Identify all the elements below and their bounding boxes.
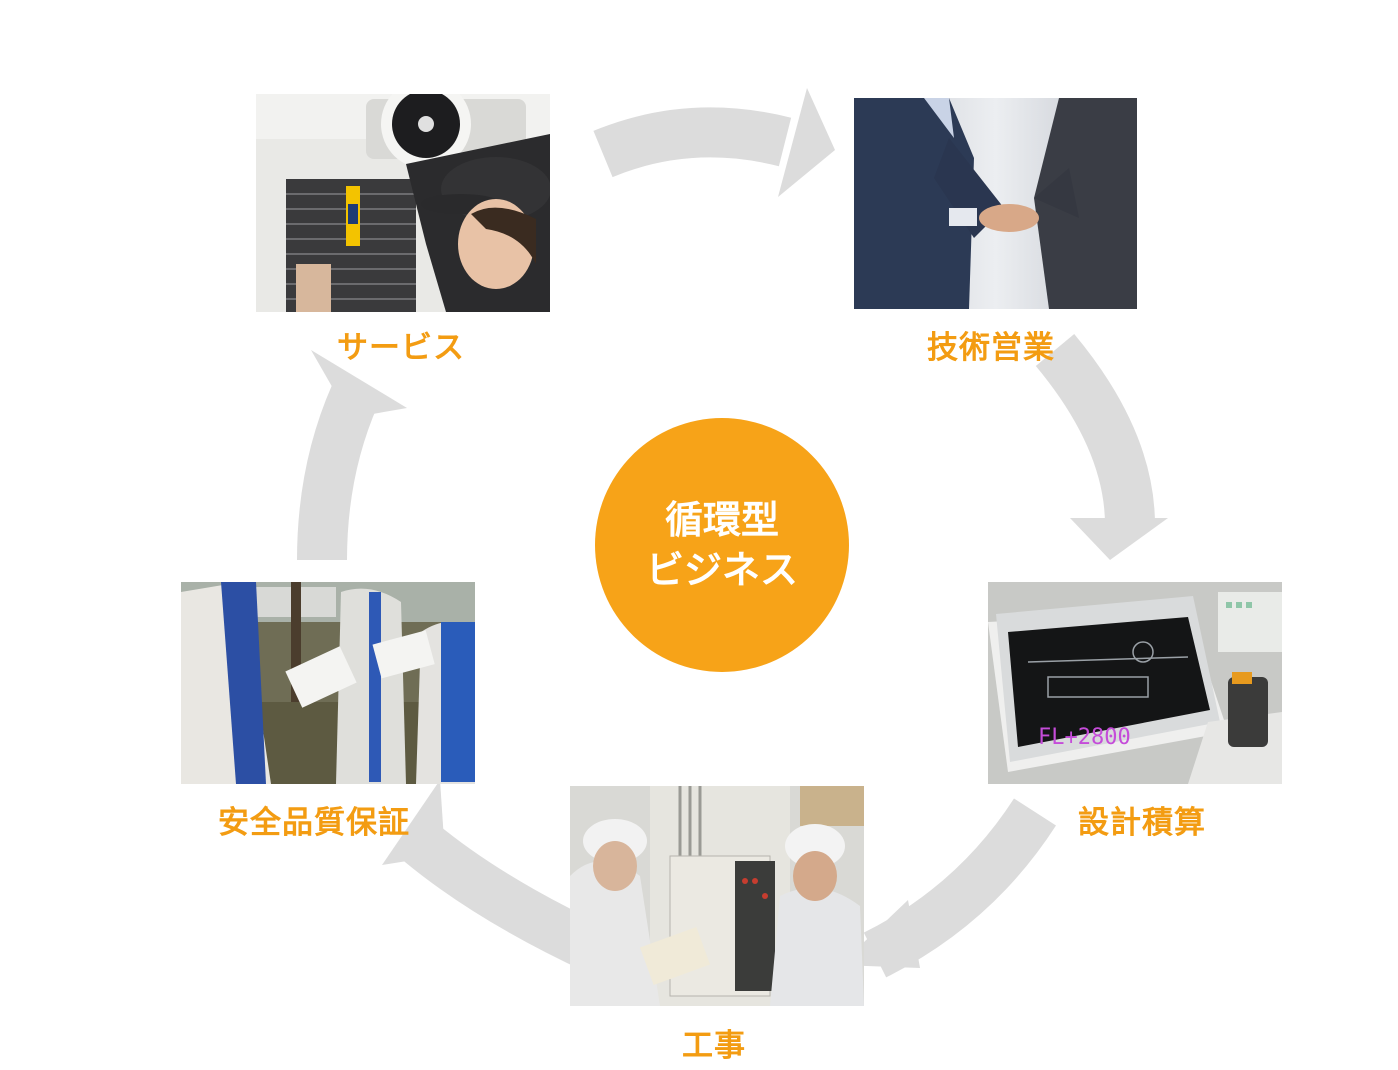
- arrowhead-5: [311, 350, 407, 418]
- photo-safety-quality: [181, 582, 475, 784]
- arrowhead-1: [778, 88, 835, 197]
- label-service: サービス: [337, 330, 465, 366]
- label-design-estimation: 設計積算: [1078, 805, 1206, 841]
- center-circle: 循環型 ビジネス: [595, 418, 849, 672]
- center-title-line2: ビジネス: [645, 548, 798, 592]
- label-technical-sales: 技術営業: [927, 330, 1055, 366]
- arrow-quality-to-service: [297, 384, 378, 561]
- photo-construction: [570, 786, 864, 1006]
- cad-annotation: FL+2800: [1038, 725, 1131, 750]
- photo-design-estimation: FL+2800: [988, 582, 1282, 784]
- arrowhead-2: [1070, 518, 1168, 560]
- arrow-sales-to-design: [1035, 333, 1155, 526]
- photo-service: [256, 94, 550, 312]
- arrowhead-4: [382, 780, 445, 865]
- label-construction: 工事: [682, 1028, 746, 1064]
- photo-technical-sales: [854, 98, 1137, 309]
- center-title-line1: 循環型: [664, 498, 779, 542]
- arrow-service-to-sales: [593, 107, 792, 178]
- label-safety-quality: 安全品質保証: [218, 805, 410, 841]
